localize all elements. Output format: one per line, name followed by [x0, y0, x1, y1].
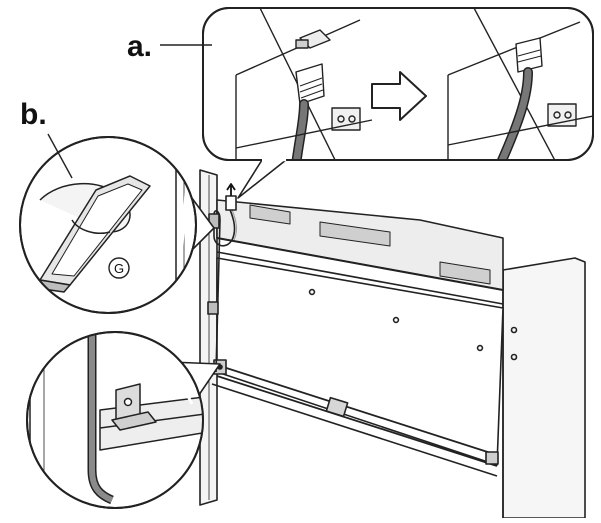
screw-hole	[308, 288, 316, 296]
callout-b-circle: G	[19, 136, 215, 314]
part-marker-g: G	[114, 261, 124, 276]
up-arrow-icon	[226, 183, 236, 196]
rail-clamp	[325, 396, 349, 418]
callout-b-leader	[47, 133, 73, 179]
screw-hole	[510, 353, 518, 361]
callout-label-b: b.	[20, 98, 47, 131]
callout-a-panel	[202, 7, 594, 199]
board-connector	[225, 195, 237, 211]
screw-hole	[392, 316, 400, 324]
part-marker-circle	[108, 257, 130, 279]
piano-back	[199, 169, 586, 519]
pedal-cable	[213, 204, 236, 373]
detail-circle-lower	[26, 331, 221, 509]
back-panel	[216, 257, 504, 466]
right-side-panel	[502, 257, 586, 519]
callout-label-a: a.	[127, 30, 153, 63]
bottom-bracket-right	[485, 451, 499, 465]
cable-clip-lower	[207, 301, 219, 315]
cable-plug-left	[295, 63, 325, 105]
transition-arrow-icon	[371, 71, 427, 121]
cable-plug-right	[515, 37, 543, 73]
screw-hole	[510, 326, 518, 334]
screw-hole	[476, 344, 484, 352]
